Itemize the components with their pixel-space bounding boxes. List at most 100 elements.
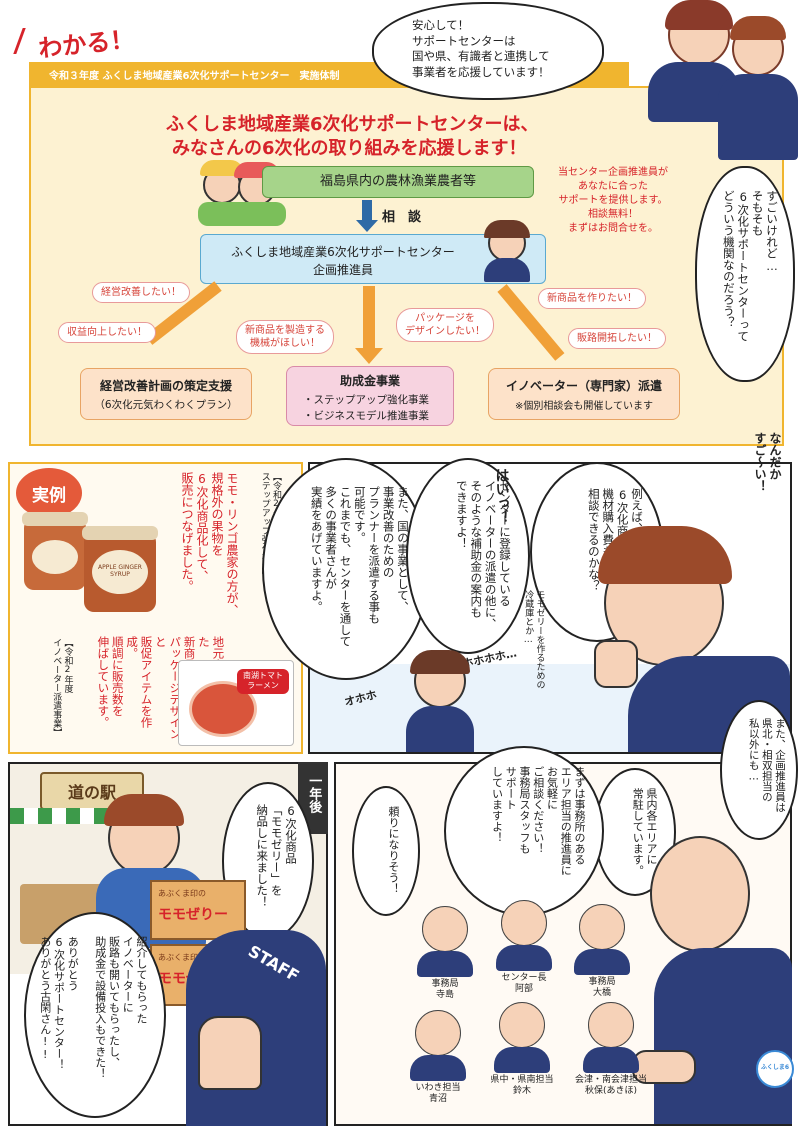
staff-terashima-role: 事務局 [431,979,459,989]
header-badge: わかる！ [13,22,138,63]
box-brand-bottom: あぶくま印の [158,953,206,962]
staff-suzuki-role: 県中・県南担当 [490,1075,554,1085]
ramen-label: 南湖トマト ラーメン [237,669,289,694]
example-panel: 実例 APPLE GINGER SYRUP モモ・リンゴ農家の方が、 規格外の果… [8,462,303,754]
speech-innovator: センターに登録している イノベーターの派遣の他に、 そのような補助金の案内も で… [406,458,530,654]
staff-suzuki-portrait [499,1002,545,1048]
michi-no-eki-sign: 道の駅 [40,772,144,810]
staff-abe: センター長 阿部 [484,900,564,995]
staff-label: STAFF [244,941,303,986]
planner-woman-hair-icon [484,220,530,238]
woman-laughing-hair [410,650,470,674]
presenter-woman-suit [654,948,792,1124]
pill-management: 経営改善したい！ [92,282,190,303]
speech-question: すごいけれど… そもそも 6次化サポートセンターって どういう機関なのだろう？ [695,166,795,382]
staff-abe-portrait [501,900,547,946]
box-label-top: モモぜりー [158,907,228,923]
michi-no-eki-text: 道の駅 [67,783,116,802]
praying-hands-icon [198,1016,262,1090]
tomato-ramen-package: 南湖トマト ラーメン [178,660,294,746]
staff-aonuma: いわき担当 青沼 [400,1010,476,1105]
staff-suzuki-name: 鈴木 [512,1085,531,1096]
support-box-innovator-title: イノベーター（専門家）派遣 [505,379,662,393]
one-year-later-text: 一年後 [306,774,322,813]
speech-delivery-text: 6次化商品 「モモゼリー」を 納品しに来ました！ [255,804,298,908]
red-note: 当センター企画推進員が あなたに合った サポートを提供します。 相談無料！ まず… [558,167,668,234]
staff-terashima-suit [417,951,473,977]
staff-ohashi-portrait [579,904,625,950]
staff-ohashi-suit [574,949,630,975]
pill-machine: 新商品を製造する 機械がほしい！ [236,320,334,354]
hai-exclaim: はいっ！ [493,468,510,524]
jar-lid-icon [22,512,88,526]
planner-woman-suit-icon [484,258,530,282]
support-box-plan: 経営改善計画の策定支援 （6次化元気わくわくプラン） [80,368,252,420]
center-box-line-2: 企画推進員 [312,263,373,277]
support-box-subsidy-item-1: ・ステップアップ強化事業 [303,394,429,406]
staff-aonuma-suit [410,1055,466,1081]
staff-akiho: 会津・南会津担当 秋保(あきほ) [566,1002,656,1097]
farmers-box: 福島県内の農林漁業農者等 [262,166,534,198]
woman-hair-top [665,0,733,30]
staff-akiho-role: 会津・南会津担当 [574,1075,647,1085]
staff-abe-role: センター長 [501,973,547,983]
support-box-subsidy-item-2: ・ビジネスモデル推進事業 [303,410,429,422]
speech-thanks-text: 紹介してもらった イノベーターに 販路も開いてもらったし、 助成金で設備投入もで… [38,936,148,1079]
man-suit-top [718,74,798,160]
consult-arrow-icon [362,200,372,222]
support-box-plan-title: 経営改善計画の策定支援 [99,379,232,393]
speech-also-text: また、企画推進員は 県北・相双担当の 私以外にも… [747,718,786,813]
box-brand-top: あぶくま印の [158,889,206,898]
center-box-line-1: ふくしま地域産業6次化サポートセンター [231,245,455,259]
arrow-center-head-icon [355,348,383,364]
jar-label-2: APPLE GINGER SYRUP [92,550,148,594]
apple-ginger-jar-2: APPLE GINGER SYRUP [82,526,158,612]
staff-abe-suit [496,945,552,971]
consult-label: 相 談 [382,210,422,225]
speech-contact-text: まずは事務所のある エリア担当の推進員に お気軽に ご相談ください！ 事務局スタ… [490,766,587,876]
pill-sales-channel: 販路開拓したい！ [568,328,666,349]
exclaim-amazing: なんだか すご〜い！ [753,432,782,492]
staff-ohashi: 事務局 大橋 [566,904,638,999]
jar-lid-icon-2 [82,526,158,540]
case-2-source: 【令和2年度 イノベーター派遣事業】 [51,638,73,737]
example-badge: 実例 [16,468,82,518]
support-box-plan-sub: （6次化元気わくわくプラン） [94,399,238,411]
farmer-man-hat-icon [200,160,244,176]
staff-terashima-portrait [422,906,468,952]
arrow-center-icon [363,286,375,350]
ramen-bowl-icon [189,681,257,737]
support-box-subsidy: 助成金事業 ・ステップアップ強化事業 ・ビジネスモデル推進事業 [286,366,454,426]
speech-reliable-text: 頼りになりそう！ [387,806,400,894]
header-subtitle: 令和３年度 ふくしま地域産業6次化サポートセンター 実施体制 [49,71,340,82]
speech-support-text: 安心して！ サポートセンターは 国や県、有識者と連携して 事業者を応援しています… [412,18,550,79]
staff-suzuki-suit [494,1047,550,1073]
staff-ohashi-name: 大橋 [592,987,611,998]
speech-reliable: 頼りになりそう！ [352,786,420,916]
apple-ginger-jar-1 [22,512,88,590]
pill-revenue: 収益向上したい！ [58,322,156,343]
fukushima-logo: ふくしま6 [756,1050,794,1088]
man-hair-top [730,16,786,40]
presenter-hand-icon [632,1050,696,1084]
consult-arrow-head-icon [356,220,378,232]
support-box-subsidy-title: 助成金事業 [339,374,400,388]
speech-question-text: すごいけれど… そもそも 6次化サポートセンターって どういう機関なのだろう？ [721,190,779,342]
staff-aonuma-role: いわき担当 [415,1083,461,1093]
whisper-text: モモゼリーを作るための 冷蔵庫とか… [523,590,545,689]
speech-resident-text: 県内各エリアに 常駐しています。 [631,788,658,876]
staff-akiho-name: 秋保(あきほ) [584,1085,638,1096]
jar-label-1 [32,540,78,574]
case-1-text: モモ・リンゴ農家の方が、 規格外の果物を 6次化商品化して、 販売につなげました… [180,472,239,616]
staff-suzuki: 県中・県南担当 鈴木 [480,1002,564,1097]
woman-laughing-suit [406,706,474,752]
speech-contact: まずは事務所のある エリア担当の推進員に お気軽に ご相談ください！ 事務局スタ… [444,746,604,916]
fist-icon [594,640,638,688]
pill-package: パッケージを デザインしたい！ [396,308,494,342]
speech-innovator-text: センターに登録している イノベーターの派遣の他に、 そのような補助金の案内も で… [454,480,512,630]
staff-akiho-suit [583,1047,639,1073]
staff-terashima-name: 寺島 [435,989,454,1000]
momo-jelly-box-top: あぶくま印の モモぜりー [150,880,246,940]
staff-ohashi-role: 事務局 [588,977,616,987]
support-box-innovator-sub: ※個別相談会も開催しています [514,401,654,412]
